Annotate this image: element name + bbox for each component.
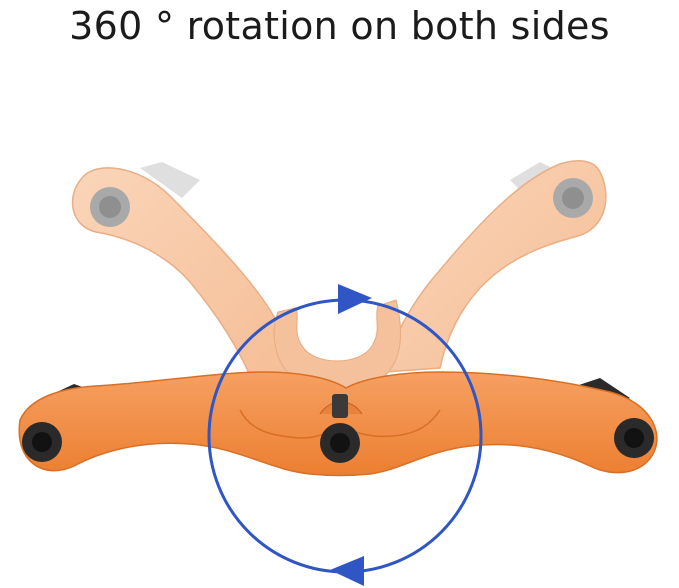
center-pin-icon bbox=[332, 394, 348, 418]
circular-rotation-arrows-icon bbox=[207, 284, 483, 586]
ghost-right-arm bbox=[383, 159, 607, 373]
solid-arm bbox=[18, 371, 658, 477]
ghost-left-arm bbox=[71, 162, 308, 381]
page-title: 360 ° rotation on both sides bbox=[69, 4, 610, 48]
